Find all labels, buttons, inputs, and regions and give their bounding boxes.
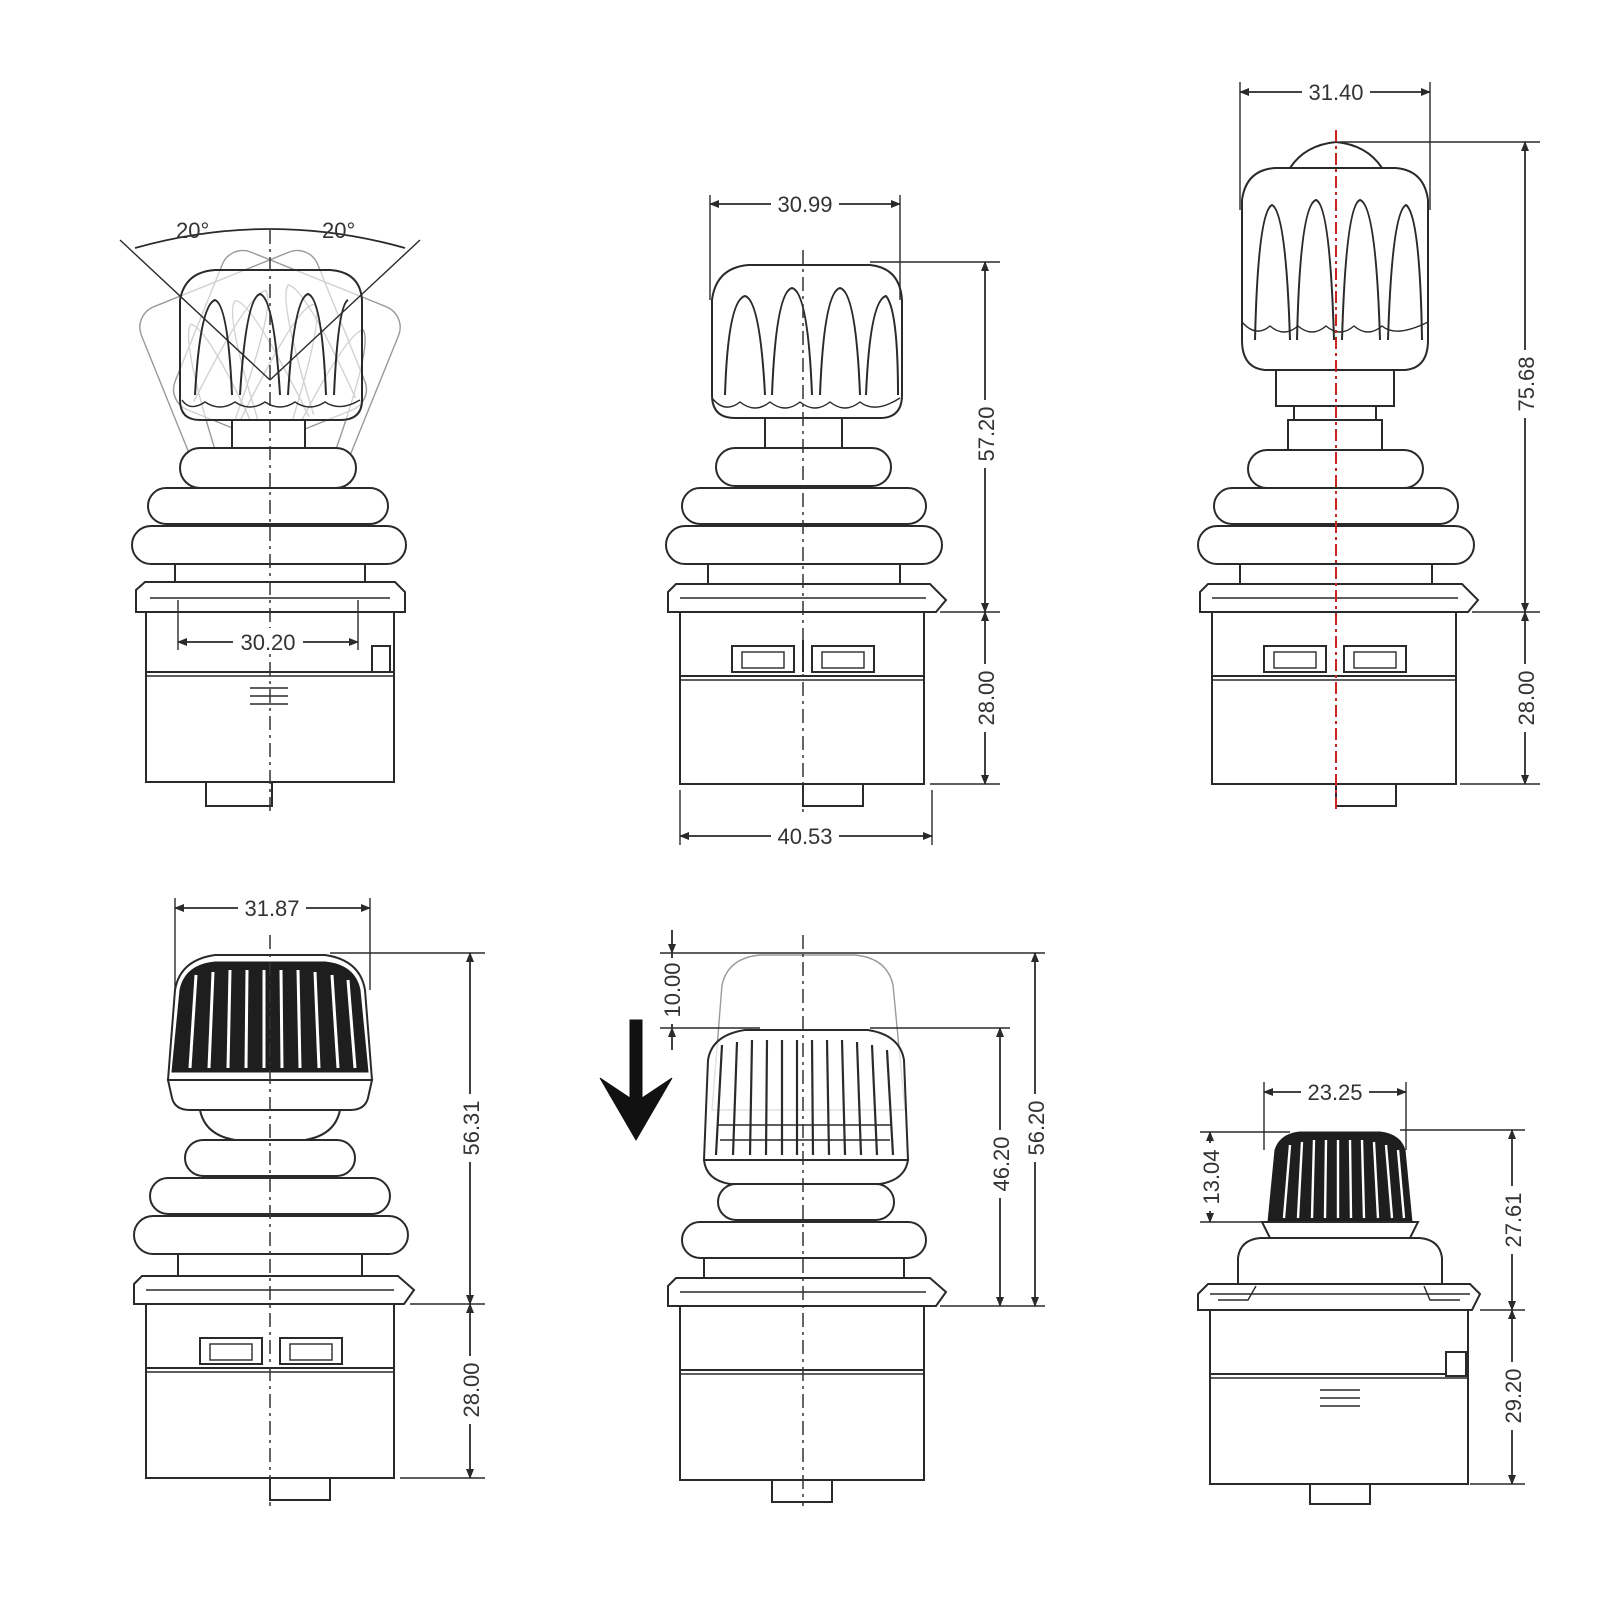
front-width-label: 30.99	[777, 192, 832, 217]
front-lower-height-label: 28.00	[974, 670, 999, 725]
angle-right-label: 20°	[322, 218, 355, 243]
compact-upper-height-label: 27.61	[1501, 1192, 1526, 1247]
view-compact: 23.25 13.04 27.61 29.20	[1197, 1078, 1526, 1505]
compact-width-label: 23.25	[1307, 1080, 1362, 1105]
tilt-width-label: 30.20	[240, 630, 295, 655]
view-push: 10.00 46.20 56.20	[599, 930, 1049, 1506]
knob-upright	[179, 269, 363, 421]
view-tall: 31.40 75.68 28.00	[1197, 78, 1540, 812]
push-travel-label: 10.00	[660, 962, 685, 1017]
view-ribbed: 31.87 56.31 28.00	[133, 894, 485, 1506]
view-front: 30.99 57.20 28.00 40.53	[665, 190, 1000, 849]
ribbed-lower-height-label: 28.00	[459, 1362, 484, 1417]
compact-knob-height-label: 13.04	[1199, 1149, 1224, 1204]
angle-left-label: 20°	[176, 218, 209, 243]
view-tilt: 20° 20° 30.20	[119, 218, 421, 812]
front-upper-height-label: 57.20	[974, 406, 999, 461]
push-down-arrow-icon	[599, 1019, 673, 1141]
front-base-width-label: 40.53	[777, 824, 832, 849]
tall-lower-height-label: 28.00	[1514, 670, 1539, 725]
push-pressed-height-label: 46.20	[989, 1136, 1014, 1191]
ribbed-upper-height-label: 56.31	[459, 1100, 484, 1155]
ribbed-width-label: 31.87	[244, 896, 299, 921]
tall-total-height-label: 75.68	[1514, 356, 1539, 411]
tall-width-label: 31.40	[1308, 80, 1363, 105]
compact-lower-height-label: 29.20	[1501, 1368, 1526, 1423]
push-free-height-label: 56.20	[1024, 1100, 1049, 1155]
